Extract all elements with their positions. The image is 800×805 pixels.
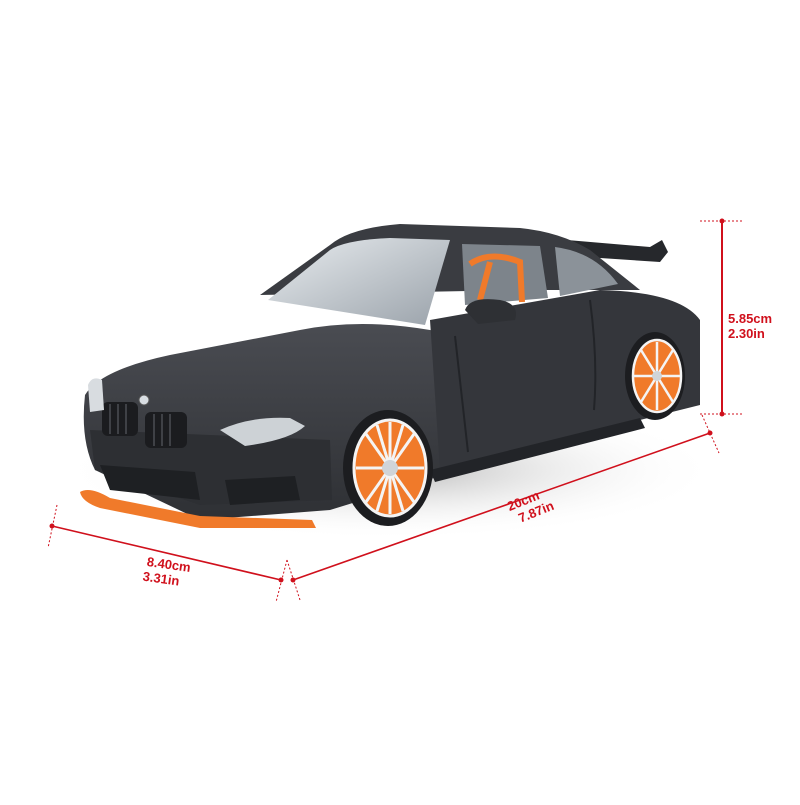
front-splitter: [80, 490, 316, 528]
roll-cage: [468, 253, 525, 303]
width-label: 8.40cm 3.31in: [142, 554, 192, 590]
length-dimension: [286, 414, 720, 601]
height-label: 5.85cm 2.30in: [728, 311, 772, 341]
side-window-rear: [555, 247, 618, 296]
side-mirror: [465, 299, 516, 324]
height-metric: 5.85cm: [728, 311, 773, 326]
height-imperial: 2.30in: [728, 326, 765, 341]
height-dimension: [700, 218, 744, 417]
width-dimension: [47, 504, 288, 603]
headlight-right: [220, 417, 305, 446]
rear-wheel: [625, 332, 685, 420]
headlight-left: [88, 378, 104, 412]
grille-right: [145, 412, 187, 448]
front-wheel: [343, 410, 433, 526]
windshield: [268, 238, 450, 325]
bmw-logo-icon: [138, 394, 150, 406]
side-window-front: [462, 244, 548, 305]
grille-left: [102, 402, 138, 436]
dimension-lines: [47, 218, 744, 603]
